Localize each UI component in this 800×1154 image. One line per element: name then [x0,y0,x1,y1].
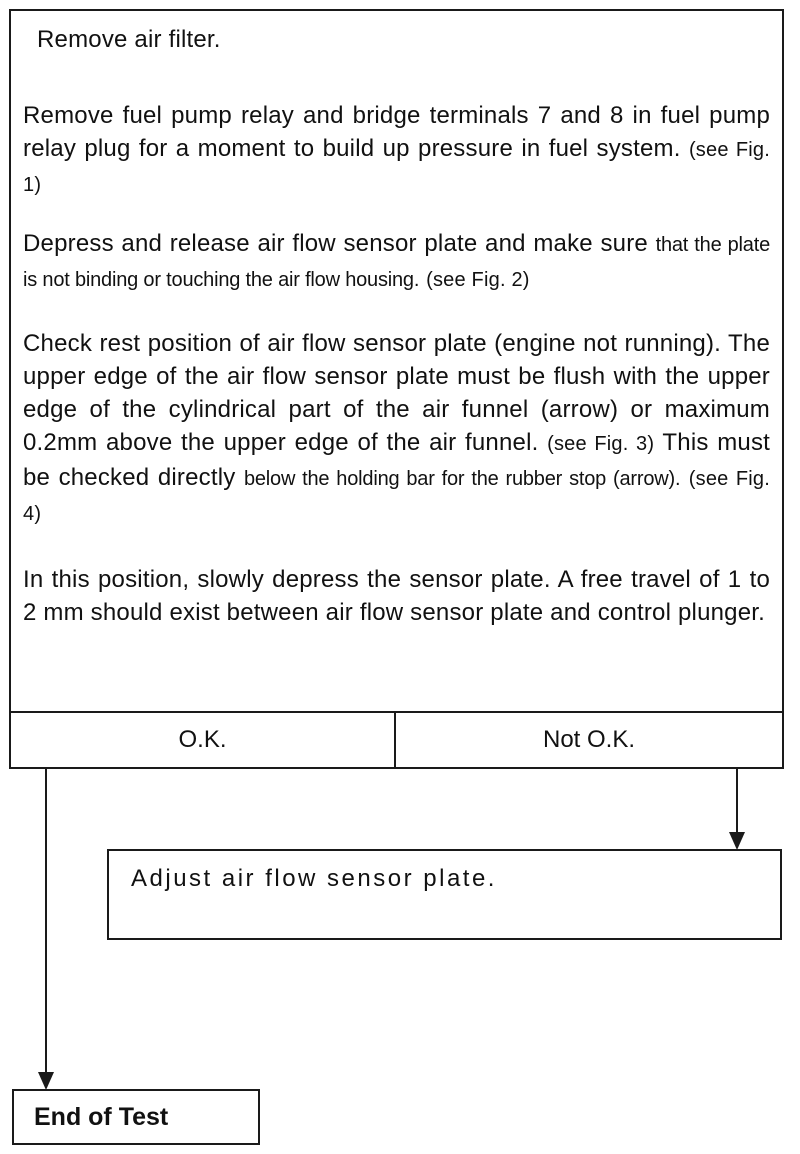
not-ok-arrowhead [729,832,745,850]
step-check-free-travel: In this position, slowly depress the sen… [23,563,770,629]
adjust-text: Adjust air flow sensor plate. [131,865,497,892]
step-depress-sensor-plate: Depress and release air flow sensor plat… [23,227,770,297]
step-remove-air-filter: Remove air filter. [37,23,770,56]
figure-reference: (see Fig. 2) [426,269,530,291]
end-of-test-text: End of Test [34,1103,169,1131]
procedure-box: Remove air filter. Remove fuel pump rela… [9,9,784,713]
figure-reference: (see Fig. 4) [23,468,771,525]
figure-reference: (see Fig. 1) [23,139,770,196]
end-of-test-box: End of Test [12,1089,260,1145]
step-text: Remove fuel pump relay and bridge termin… [23,102,770,162]
step-text: Depress and release air flow sensor plat… [23,230,648,257]
ok-arrowhead [38,1072,54,1090]
step-text-small: that the plate is not binding or touchin… [23,234,771,291]
not-ok-result: Not O.K. [542,726,636,753]
step-fuel-pump-relay: Remove fuel pump relay and bridge termin… [23,99,770,202]
step-text: Check rest position of air flow sensor p… [23,330,770,456]
result-row: O.K. Not O.K. [9,711,784,769]
step-text: This must be checked directly [23,429,771,491]
step-text-small: below the holding bar for the rubber sto… [243,468,681,490]
step-text: Remove air filter. [37,26,221,53]
ok-result: O.K. [11,713,396,767]
step-check-rest-position: Check rest position of air flow sensor p… [23,327,770,531]
adjust-box: Adjust air flow sensor plate. [107,849,782,940]
figure-reference: (see Fig. 3) [547,433,655,455]
step-text: In this position, slowly depress the sen… [23,566,770,626]
